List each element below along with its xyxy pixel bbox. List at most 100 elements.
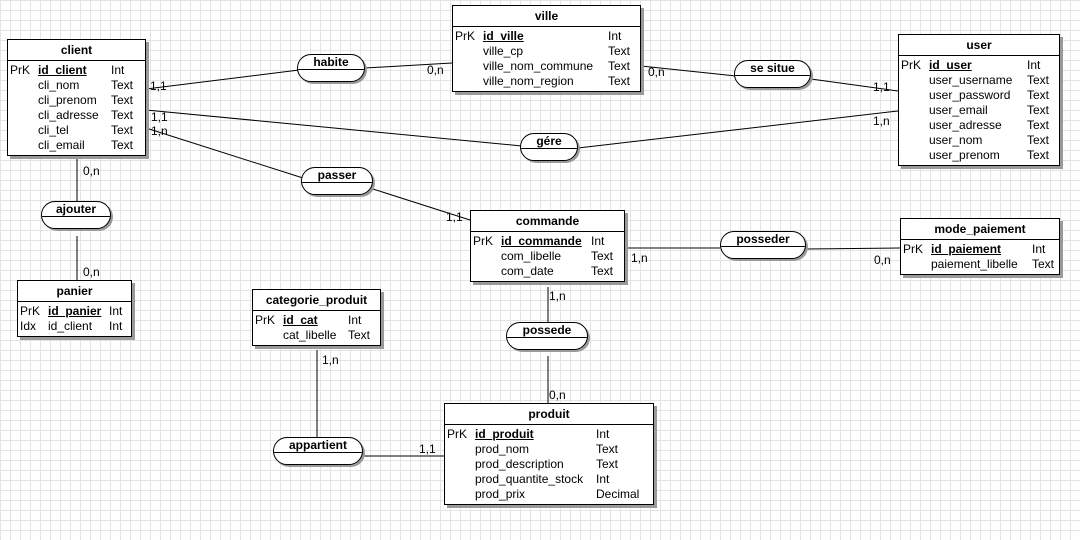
attribute-type: Int [111,63,125,77]
attribute-name: id_client [48,319,93,333]
association-se-situe[interactable]: se situe [734,60,811,88]
association-ajouter[interactable]: ajouter [41,201,111,229]
association-posseder[interactable]: posseder [720,231,806,259]
cardinality-mode-paiement-posseder: 0,n [874,253,891,267]
association-label: ajouter [55,202,96,216]
attribute-key-marker: PrK [10,63,31,77]
cardinality-client-ajouter: 0,n [83,164,100,178]
cardinality-categorie-appartient: 1,n [322,353,339,367]
attribute-name: cli_email [38,138,85,152]
attribute-row: prod_quantite_stock Int [445,472,653,487]
attribute-name: com_libelle [501,249,562,263]
attribute-key-marker: PrK [255,313,276,327]
attribute-type: Int [596,472,610,486]
primary-key-name: id_user [929,58,972,72]
cardinality-produit-appartient: 1,1 [419,442,436,456]
relationship-link-2 [640,65,737,77]
cardinality-commande-posseder: 1,n [631,251,648,265]
association-label: appartient [288,438,347,452]
primary-key-name: id_panier [48,304,102,318]
association-habite[interactable]: habite [297,54,365,82]
attribute-type: Int [348,313,362,327]
relationship-link-7 [372,188,471,221]
attribute-name: prod_prix [475,487,526,501]
association-gere[interactable]: gére [520,133,578,161]
association-possede[interactable]: possede [506,322,588,350]
attribute-type: Int [109,319,123,333]
association-label: habite [313,55,349,69]
attribute-row: cli_adresse Text [8,108,145,123]
attribute-type: Int [608,29,622,43]
attribute-key-marker: Idx [20,319,37,333]
attribute-name: user_adresse [929,118,1002,132]
attribute-row: user_adresse Text [899,118,1059,133]
relationship-link-11 [805,247,901,250]
attribute-type: Text [608,74,631,88]
attribute-type: Text [111,108,134,122]
attribute-key-marker: PrK [455,29,476,43]
attribute-name: prod_nom [475,442,530,456]
attribute-type: Text [1027,133,1050,147]
relationship-link-5 [577,110,899,149]
attribute-type: Int [596,427,610,441]
attribute-name: ville_nom_region [483,74,574,88]
attribute-name: user_username [929,73,1013,87]
entity-title: categorie_produit [253,290,380,311]
attribute-name: prod_quantite_stock [475,472,584,486]
attribute-row: cli_prenom Text [8,93,145,108]
primary-key-name: id_produit [475,427,534,441]
relationship-link-4 [145,109,523,147]
attribute-type: Text [111,78,134,92]
relationship-link-0 [145,69,300,90]
attribute-type: Text [596,457,619,471]
attribute-row: ville_nom_region Text [453,74,640,89]
relationship-link-1 [364,62,453,69]
attribute-name: cli_adresse [38,108,99,122]
primary-key-name: id_client [38,63,87,77]
attribute-key-marker: PrK [901,58,922,72]
attribute-name: cli_prenom [38,93,97,107]
cardinality-commande-passer: 1,1 [446,210,463,224]
attribute-type: Text [596,442,619,456]
entity-title: panier [18,281,131,302]
attribute-name: ville_nom_commune [483,59,594,73]
association-appartient[interactable]: appartient [273,437,363,465]
attribute-type: Text [1027,118,1050,132]
attribute-name: paiement_libelle [931,257,1018,271]
cardinality-panier-ajouter: 0,n [83,265,100,279]
entity-title: client [8,40,145,61]
association-passer[interactable]: passer [301,167,373,195]
attribute-row: Idx id_client Int [18,319,131,334]
cardinality-client-passer: 1,n [151,124,168,138]
attribute-type: Text [608,44,631,58]
entity-title: produit [445,404,653,425]
attribute-type: Text [111,123,134,137]
cardinality-ville-habite: 0,n [427,63,444,77]
attribute-type: Text [111,93,134,107]
